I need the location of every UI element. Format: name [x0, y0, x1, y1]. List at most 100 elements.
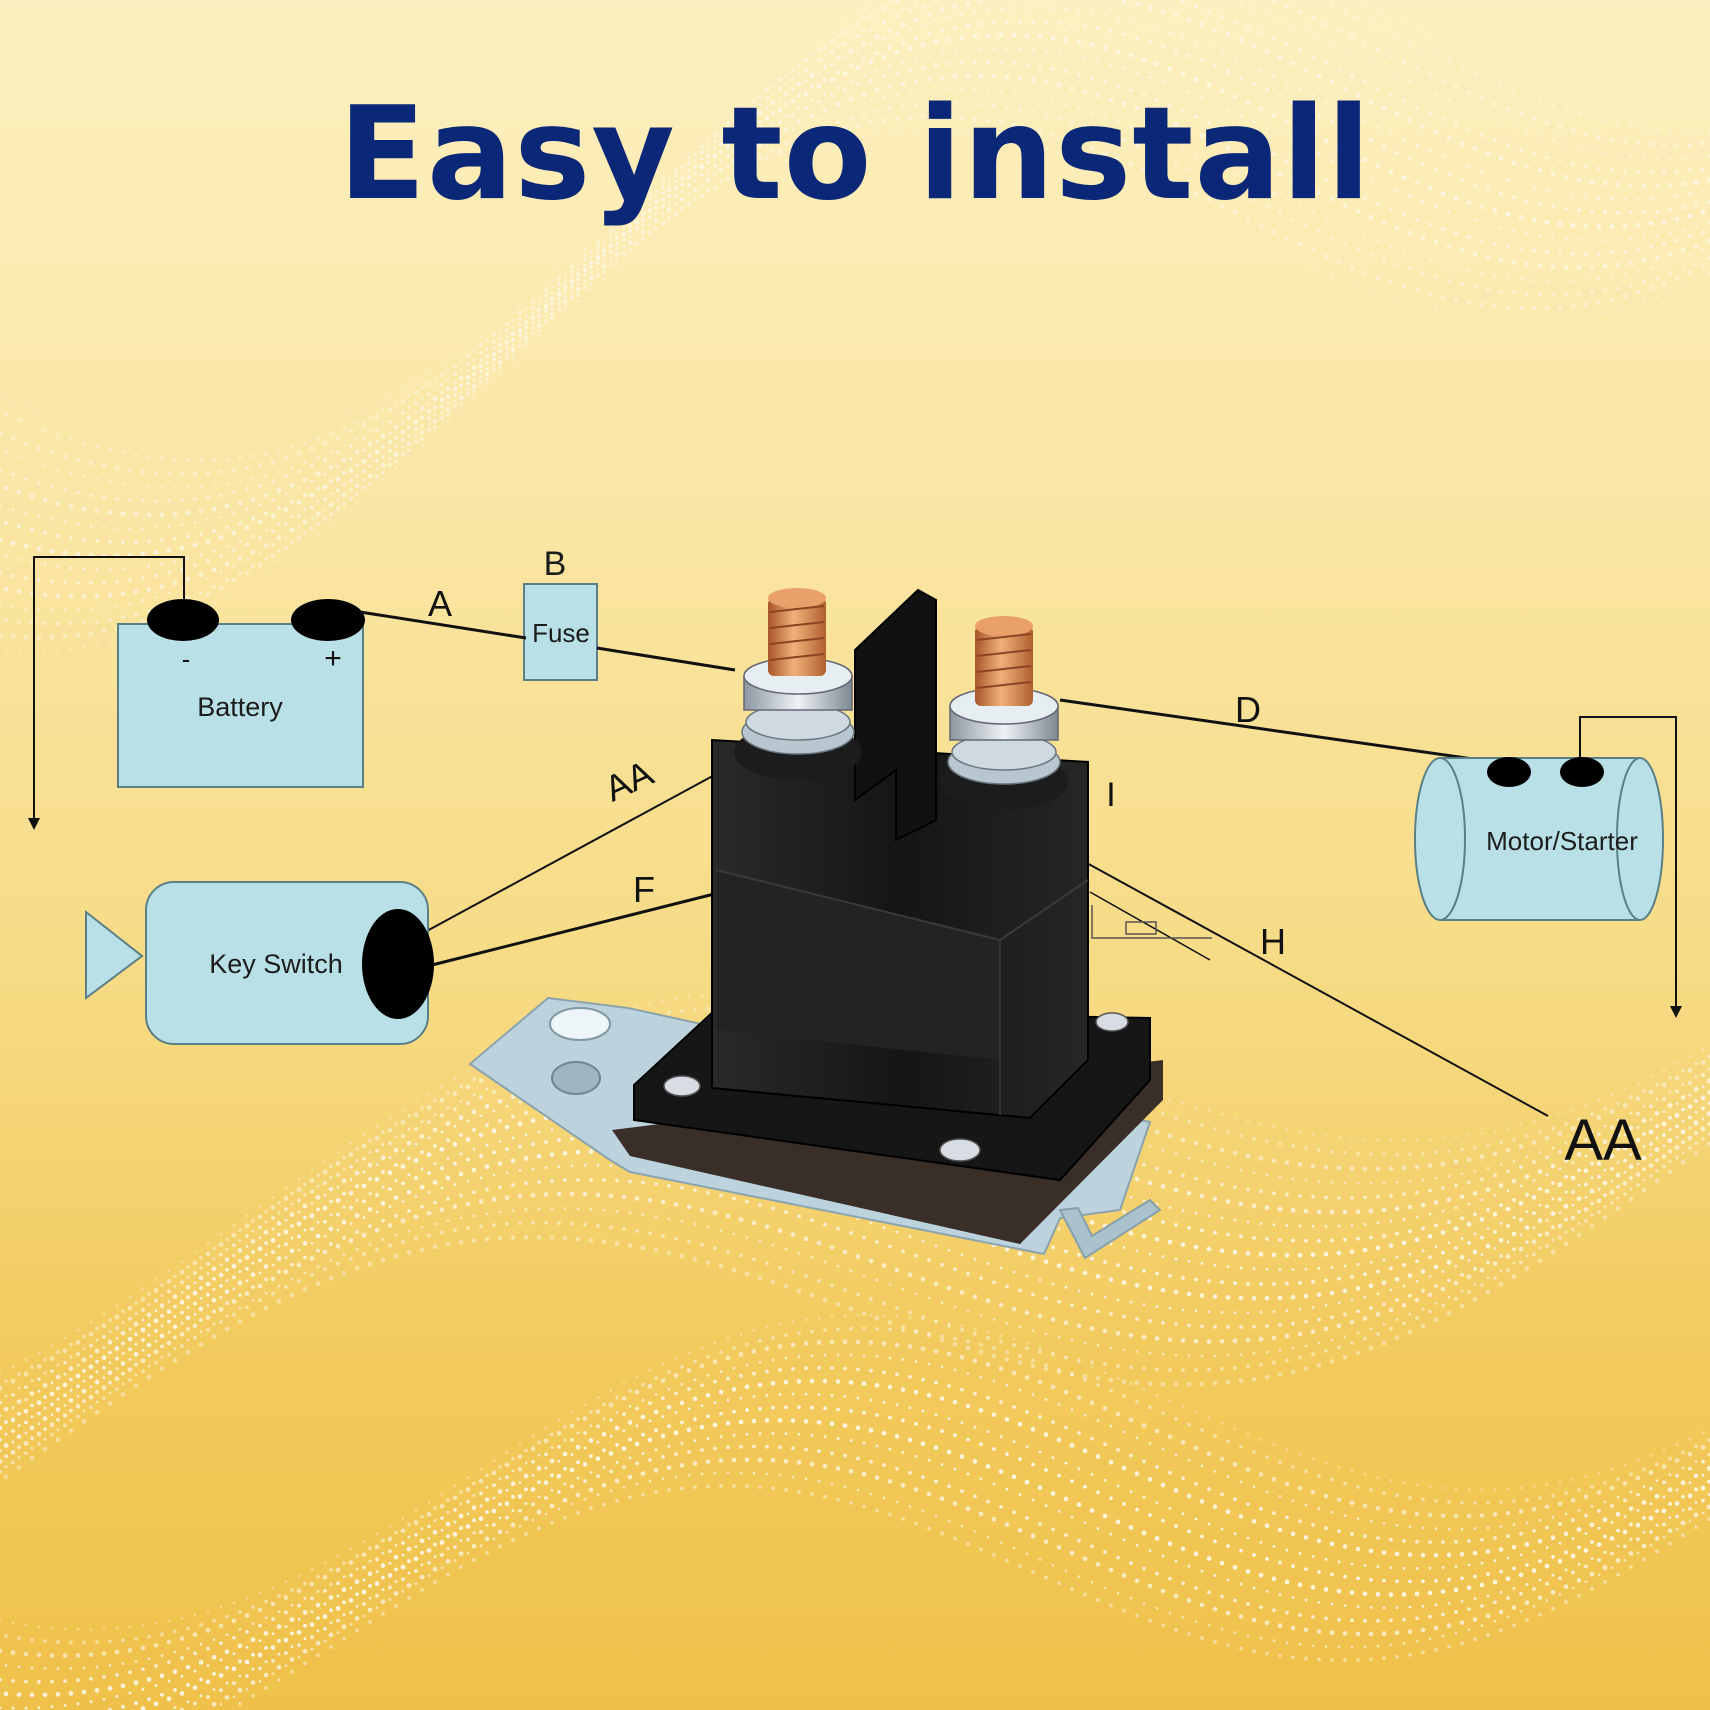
bg-dot	[452, 362, 458, 368]
bg-dot	[355, 437, 359, 441]
bg-dot	[290, 500, 294, 504]
bg-dot	[518, 323, 522, 327]
bg-dot	[953, 26, 957, 31]
bg-dot	[699, 143, 705, 149]
bg-dot	[602, 237, 606, 242]
bg-dot	[1330, 3, 1334, 7]
bg-dot	[1668, 207, 1672, 212]
bg-dot	[1116, 16, 1120, 20]
bg-dot	[1537, 168, 1543, 174]
bg-dot	[927, 32, 931, 37]
bg-dot	[1467, 128, 1471, 133]
bg-dot	[433, 405, 437, 410]
bg-dot	[1654, 183, 1660, 189]
bg-dot	[69, 471, 73, 475]
bg-dot	[322, 484, 328, 490]
bg-dot	[1310, 15, 1316, 21]
bg-dot	[485, 360, 489, 365]
bg-dot	[614, 235, 620, 241]
bg-dot	[726, 136, 730, 140]
bg-dot	[30, 460, 34, 463]
bg-dot	[913, 17, 919, 23]
bg-dot	[420, 397, 424, 400]
bg-dot	[1571, 193, 1575, 197]
bg-dot	[63, 488, 67, 492]
bg-dot	[627, 223, 633, 229]
bg-dot	[55, 500, 61, 506]
bg-dot	[348, 468, 354, 473]
bg-dot	[413, 390, 419, 396]
bg-dot	[1551, 103, 1555, 108]
bg-dot	[37, 515, 41, 519]
bg-dot	[1381, 105, 1387, 111]
bg-dot	[1538, 134, 1542, 138]
bg-dot	[1506, 70, 1510, 74]
bg-dot	[24, 405, 28, 409]
bg-dot	[1564, 107, 1568, 112]
bg-dot	[836, 45, 840, 48]
bg-dot	[856, 10, 860, 14]
bg-dot	[1233, 57, 1237, 61]
bg-dot	[11, 400, 15, 404]
bg-dot	[329, 432, 333, 437]
bg-dot	[1350, 73, 1354, 78]
bg-dot	[934, 0, 938, 3]
bg-dot	[303, 493, 307, 498]
bg-dot	[1343, 125, 1347, 130]
bg-dot	[1532, 185, 1536, 189]
bg-dot	[336, 465, 340, 469]
bg-dot	[1616, 121, 1620, 126]
bg-dot	[725, 120, 731, 126]
bg-dot	[453, 372, 457, 377]
bg-dot	[1265, 12, 1269, 16]
bg-dot	[56, 433, 60, 437]
bg-dot	[1538, 98, 1542, 103]
bg-dot	[882, 21, 886, 25]
bg-dot	[368, 415, 372, 419]
bg-dot	[900, 22, 906, 28]
bg-dot	[1615, 182, 1621, 188]
bg-dot	[978, 0, 984, 3]
bg-dot	[875, 7, 879, 12]
bg-dot	[1246, 63, 1250, 66]
bg-dot	[1616, 211, 1620, 215]
bg-dot	[1083, 24, 1087, 29]
bg-dot	[1238, 37, 1244, 43]
bg-dot	[1453, 84, 1459, 90]
bg-dot	[375, 401, 379, 405]
bg-dot	[869, 27, 873, 32]
bg-dot	[615, 225, 619, 230]
bg-dot	[816, 47, 822, 53]
bg-dot	[245, 487, 249, 492]
bg-dot	[1525, 198, 1529, 203]
bg-dot	[1545, 155, 1549, 160]
bg-dot	[380, 433, 386, 439]
bg-dot	[212, 529, 216, 533]
bg-dot	[4, 520, 8, 525]
bg-dot	[569, 279, 575, 285]
bg-dot	[700, 150, 704, 155]
bg-dot	[570, 269, 574, 274]
bg-dot	[471, 364, 477, 370]
bg-dot	[680, 182, 684, 187]
bg-dot	[238, 456, 242, 460]
bg-dot	[1512, 88, 1516, 93]
bg-dot	[375, 428, 379, 433]
bg-dot	[732, 139, 736, 144]
bg-dot	[30, 423, 34, 428]
bg-dot	[622, 221, 626, 226]
bg-dot	[251, 454, 255, 458]
bg-dot	[1511, 160, 1517, 166]
bg-dot	[180, 444, 184, 448]
bg-dot	[1564, 142, 1568, 146]
bg-dot	[414, 411, 418, 415]
bg-dot	[634, 219, 640, 225]
bg-dot	[1428, 34, 1432, 38]
bg-dot	[251, 477, 255, 481]
bg-dot	[310, 463, 314, 468]
bg-dot	[849, 24, 853, 29]
bg-dot	[1499, 83, 1503, 88]
bg-dot	[432, 396, 438, 402]
bg-dot	[1493, 138, 1497, 143]
bg-dot	[1610, 105, 1614, 109]
